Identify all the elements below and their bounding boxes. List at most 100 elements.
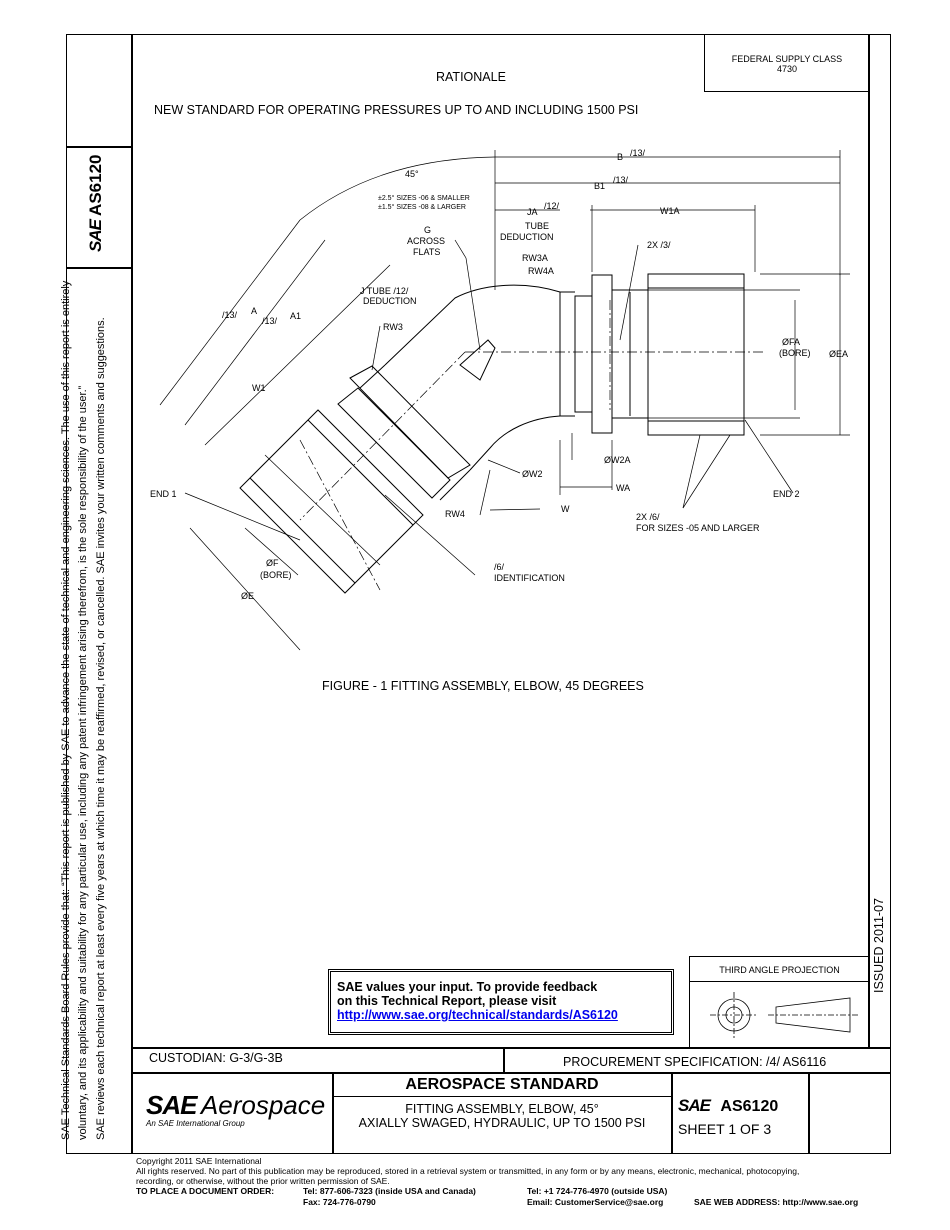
sheet-number: SHEET 1 OF 3 [678,1121,772,1137]
label-wa: WA [616,483,630,493]
figure-caption: FIGURE - 1 FITTING ASSEMBLY, ELBOW, 45 D… [322,679,644,693]
tel-inside: Tel: 877-606-7323 (inside USA and Canada… [303,1186,476,1196]
left-column-divider [131,34,133,1154]
title-divider-far [808,1072,810,1154]
logo-sae: SAE [146,1090,197,1120]
footer-copyright: Copyright 2011 SAE International [136,1156,262,1166]
rationale-text: NEW STANDARD FOR OPERATING PRESSURES UP … [154,103,639,117]
label-f-bore: (BORE) [260,570,292,580]
label-fa: ØFA [782,337,800,347]
footer-rights-1: All rights reserved. No part of this pub… [136,1166,800,1176]
label-a: A [251,306,257,316]
label-ja-note: /12/ [544,201,560,211]
label-ea: ØEA [829,349,848,359]
rationale-title: RATIONALE [436,70,506,84]
footer-rights-2: recording, or otherwise, without the pri… [136,1176,390,1186]
fax: Fax: 724-776-0790 [303,1197,376,1207]
tel-outside: Tel: +1 724-776-4970 (outside USA) [527,1186,668,1196]
label-ident-note: /6/ [494,562,505,572]
label-f: ØF [266,558,279,568]
end2-sleeve [647,273,745,436]
label-fa-bore: (BORE) [779,348,811,358]
label-end2: END 2 [773,489,800,499]
aerospace-standard-title: AEROSPACE STANDARD [405,1076,599,1093]
third-angle-label: THIRD ANGLE PROJECTION [690,957,869,982]
third-angle-box: THIRD ANGLE PROJECTION [689,956,869,1048]
end1-sleeve [239,409,424,594]
label-deduction: DEDUCTION [500,232,554,242]
label-flats: FLATS [413,247,440,257]
label-2x6: 2X /6/ [636,512,660,522]
logo-aerospace: Aerospace [200,1090,326,1120]
label-2x3: 2X /3/ [647,240,671,250]
feedback-link[interactable]: http://www.sae.org/technical/standards/A… [337,1008,618,1022]
end2-flange [591,274,613,434]
custodian-divider [503,1047,505,1073]
label-w: W [561,504,570,514]
end1-flange [349,365,471,479]
label-rw3a: RW3A [522,253,548,263]
tab-separator-top [66,146,132,148]
feedback-box: SAE values your input. To provide feedba… [328,969,674,1035]
label-j-tube: J TUBE /12/ [360,286,409,296]
label-identification: IDENTIFICATION [494,573,565,583]
label-b-note: /13/ [630,148,646,158]
label-rw4a: RW4A [528,266,554,276]
doc-sae-logo: SAE [678,1096,711,1115]
page-frame [66,34,891,1154]
order-label: TO PLACE A DOCUMENT ORDER: [136,1186,275,1196]
side-sae-logo: SAE [86,220,105,252]
label-e: ØE [241,591,254,601]
label-tol2: ±1.5° SIZES -08 & LARGER [378,203,466,211]
fsc-box: FEDERAL SUPPLY CLASS 4730 [704,34,869,92]
fsc-label: FEDERAL SUPPLY CLASS [731,54,843,64]
label-for-sizes: FOR SIZES -05 AND LARGER [636,523,760,533]
doc-title-1: FITTING ASSEMBLY, ELBOW, 45° [405,1102,599,1116]
logo-sub: An SAE International Group [146,1119,245,1128]
label-end1: END 1 [150,489,177,499]
row-divider-2 [131,1072,891,1074]
label-ja: JA [527,207,538,217]
feedback-line1: SAE values your input. To provide feedba… [337,980,598,994]
label-rw3: RW3 [383,322,403,332]
doc-number-block: SAE AS6120 [678,1096,778,1116]
label-w1a: W1A [660,206,680,216]
label-tube: TUBE [525,221,549,231]
row-divider-1 [131,1047,891,1049]
label-b: B [617,152,623,162]
label-a1: A1 [290,311,301,321]
fsc-value: 4730 [776,64,798,74]
title-divider-left [332,1072,334,1154]
right-column-divider [868,34,870,1048]
label-rw4: RW4 [445,509,465,519]
projection-symbol [710,992,858,1038]
footer: Copyright 2011 SAE International All rig… [136,1156,916,1186]
label-b1: B1 [594,181,605,191]
tab-separator-bottom [66,267,132,269]
label-tol1: ±2.5° SIZES -06 & SMALLER [378,194,470,202]
email[interactable]: Email: CustomerService@sae.org [527,1197,664,1207]
label-angle: 45° [405,169,419,179]
label-w1: W1 [252,383,266,393]
side-doc-number: SAE AS6120 [86,155,106,253]
side-doc-number-text: AS6120 [86,154,105,216]
label-g: G [424,225,431,235]
label-b1-note: /13/ [613,175,629,185]
web-address[interactable]: SAE WEB ADDRESS: http://www.sae.org [694,1197,859,1207]
doc-number: AS6120 [720,1098,779,1115]
label-w2: ØW2 [522,469,543,479]
custodian: CUSTODIAN: G-3/G-3B [149,1051,283,1065]
feedback-line2: on this Technical Report, please visit [337,994,557,1008]
label-across: ACROSS [407,236,445,246]
elbow-fitting-drawing: 45° ±2.5° SIZES -06 & SMALLER ±1.5° SIZE… [150,148,850,651]
label-a1-note: /13/ [262,316,278,326]
procurement-spec: PROCUREMENT SPECIFICATION: /4/ AS6116 [563,1055,827,1069]
label-a-note: /13/ [222,310,238,320]
issued-date: ISSUED 2011-07 [872,898,886,993]
sae-aerospace-logo: SAE Aerospace An SAE International Group [146,1090,325,1128]
doc-title-2: AXIALLY SWAGED, HYDRAULIC, UP TO 1500 PS… [358,1116,646,1130]
title-divider-right [671,1072,673,1154]
label-w2a: ØW2A [604,455,631,465]
title-divider-mid [333,1096,671,1097]
label-j-deduction: DEDUCTION [363,296,417,306]
